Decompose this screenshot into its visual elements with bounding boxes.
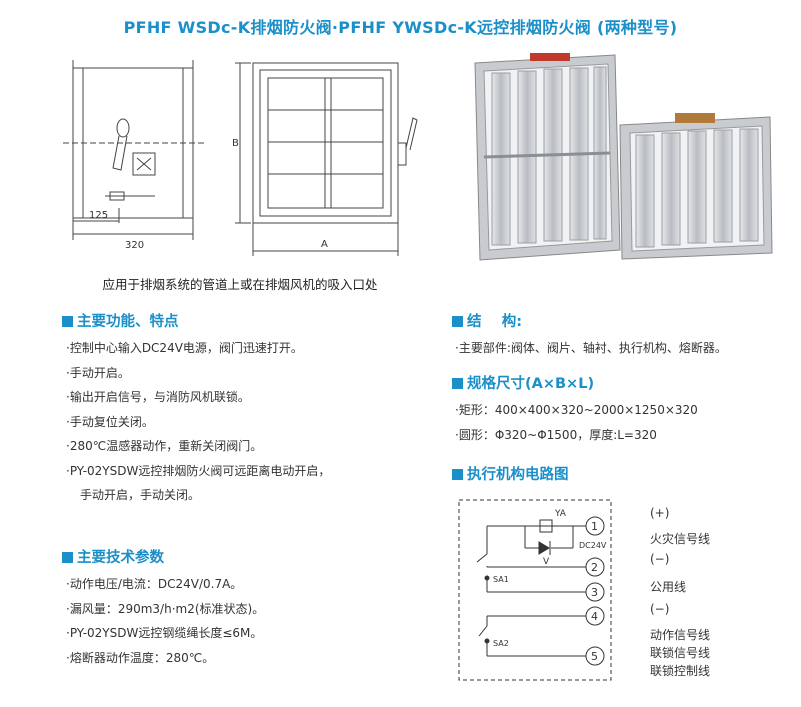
list-item: ·主要部件:阀体、阀片、轴衬、执行机构、熔断器。 xyxy=(455,341,727,355)
list-item: ·熔断器动作温度：280℃。 xyxy=(66,650,215,665)
label-fire-signal: 火灾信号线 xyxy=(650,532,711,546)
label-interlock-signal: 联锁信号线 xyxy=(650,646,711,660)
list-item: ·280℃温感器动作，重新关闭阀门。 xyxy=(66,439,263,453)
terminal-4: 4 xyxy=(591,610,598,623)
structure-list: ·主要部件:阀体、阀片、轴衬、执行机构、熔断器。 xyxy=(455,336,727,361)
label-minus-1: (−) xyxy=(650,552,670,566)
sa1-label: SA1 xyxy=(493,575,509,584)
features-list: ·控制中心输入DC24V电源，阀门迅速打开。 ·手动开启。 ·输出开启信号，与消… xyxy=(66,336,330,508)
spec-heading: 规格尺寸(A×B×L) xyxy=(452,372,594,393)
dc-label: DC24V xyxy=(579,541,607,550)
list-item: ·圆形：Φ320~Φ1500，厚度:L=320 xyxy=(455,427,657,442)
square-bullet-icon xyxy=(452,378,463,389)
features-heading: 主要功能、特点 xyxy=(62,310,179,331)
circuit-diagram: YA V DC24V SA1 SA2 1 2 3 4 5 xyxy=(458,499,612,681)
actuator-box xyxy=(132,152,156,176)
technical-drawing: 125 320 A B xyxy=(63,60,418,256)
list-item: ·PY-02YSDW远控排烟防火阀可远距离电动开启， xyxy=(66,463,331,478)
tech-list: ·动作电压/电流：DC24V/0.7A。 ·漏风量：290m3/h·m2(标准状… xyxy=(66,572,264,670)
list-item: ·动作电压/电流：DC24V/0.7A。 xyxy=(66,577,243,591)
dim-320: 320 xyxy=(125,240,144,251)
list-item: ·手动开启。 xyxy=(66,365,130,380)
structure-heading: 结 构: xyxy=(452,310,522,331)
square-bullet-icon xyxy=(62,316,73,327)
handle xyxy=(116,118,130,138)
terminal-5: 5 xyxy=(591,650,598,663)
label-action-signal: 动作信号线 xyxy=(650,628,711,642)
small-damper xyxy=(619,113,773,260)
label-common: 公用线 xyxy=(650,580,687,594)
label-interlock-control: 联锁控制线 xyxy=(650,664,711,678)
list-item: ·手动复位关闭。 xyxy=(66,414,154,429)
dim-125: 125 xyxy=(89,210,108,221)
list-item: ·输出开启信号，与消防风机联锁。 xyxy=(66,390,250,404)
terminal-1: 1 xyxy=(591,520,598,533)
label-plus: (+) xyxy=(650,506,670,520)
square-bullet-icon xyxy=(452,469,463,480)
v-label: V xyxy=(543,557,550,567)
circuit-heading: 执行机构电路图 xyxy=(452,463,569,484)
page-title: PFHF WSDc-K排烟防火阀·PFHF YWSDc-K远控排烟防火阀 (两种… xyxy=(123,18,678,37)
terminal-2: 2 xyxy=(591,561,598,574)
square-bullet-icon xyxy=(62,552,73,563)
list-item: ·矩形：400×400×320~2000×1250×320 xyxy=(455,403,698,417)
large-damper xyxy=(474,53,621,261)
square-bullet-icon xyxy=(452,316,463,327)
spec-list: ·矩形：400×400×320~2000×1250×320 ·圆形：Φ320~Φ… xyxy=(455,398,698,447)
ya-label: YA xyxy=(554,509,567,519)
tech-heading: 主要技术参数 xyxy=(62,546,164,567)
sa2-label: SA2 xyxy=(493,639,509,648)
list-item: ·控制中心输入DC24V电源，阀门迅速打开。 xyxy=(66,341,303,355)
product-photo xyxy=(474,53,773,261)
dashed-enclosure xyxy=(458,499,612,681)
label-minus-2: (−) xyxy=(650,602,670,616)
terminal-3: 3 xyxy=(591,586,598,599)
ya-coil xyxy=(539,519,553,533)
drawing-caption: 应用于排烟系统的管道上或在排烟风机的吸入口处 xyxy=(102,277,378,292)
list-item: 手动开启，手动关闭。 xyxy=(80,488,201,502)
list-item: ·漏风量：290m3/h·m2(标准状态)。 xyxy=(66,601,265,616)
dim-a: A xyxy=(321,239,328,250)
list-item: ·PY-02YSDW远控钢缆绳长度≤6M。 xyxy=(66,626,263,640)
dim-b: B xyxy=(232,138,239,149)
